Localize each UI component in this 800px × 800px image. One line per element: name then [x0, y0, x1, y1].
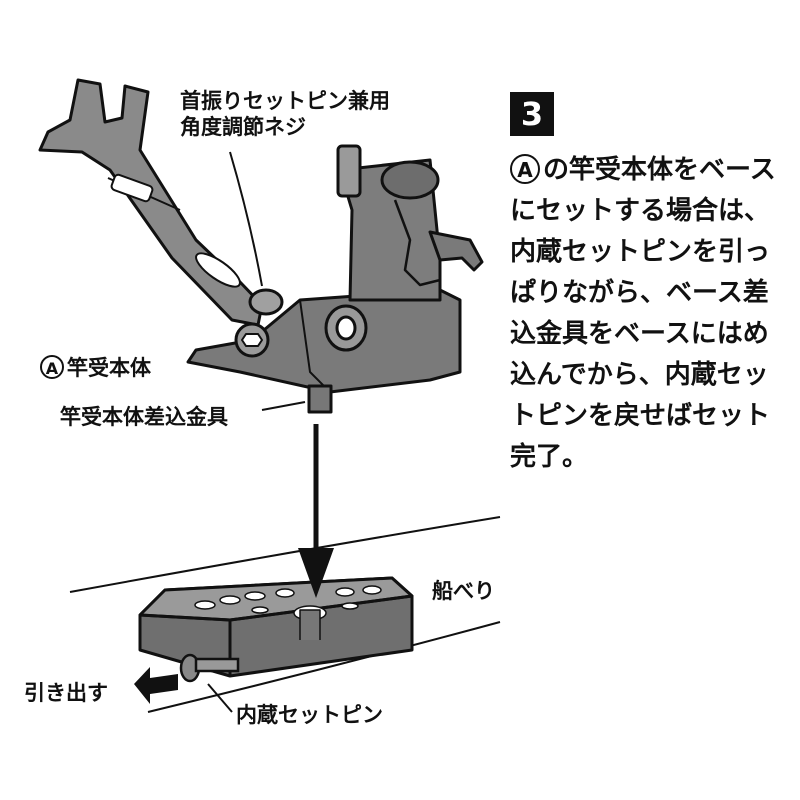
rod-holder-body-text: 竿受本体: [67, 356, 151, 380]
angle-screw-label-line2: 角度調節ネジ: [180, 115, 306, 139]
instruction-line: トピンを戻せばセット: [510, 401, 771, 431]
instruction-line: ぱりながら、ベース差: [510, 278, 769, 308]
internal-set-pin-label: 内蔵セットピン: [236, 703, 383, 727]
circle-a-marker: A: [40, 355, 64, 379]
instruction-line: 完了。: [510, 442, 589, 472]
internal-set-pin-icon: [179, 653, 240, 683]
instruction-line: 込金具をベースにはめ: [510, 319, 769, 349]
pull-out-label: 引き出す: [24, 681, 108, 705]
base-plate: [138, 576, 414, 678]
boat-edge-label: 船べり: [432, 579, 495, 603]
instruction-line: 込んでから、内蔵セッ: [510, 360, 769, 390]
instruction-line: にセットする場合は、: [510, 196, 771, 226]
insert-arrow-icon: [298, 424, 334, 598]
leader-lines: [207, 151, 306, 713]
rod-holder-insert-fitting-label: 竿受本体差込金具: [60, 405, 228, 429]
angle-screw-label: 首振りセットピン兼用 角度調節ネジ: [180, 88, 390, 140]
boat-rail: [69, 516, 501, 713]
pull-arrow-icon: [134, 667, 178, 704]
angle-screw-label-line1: 首振りセットピン兼用: [180, 89, 390, 113]
circle-a-marker: A: [510, 154, 540, 184]
rod-holder-body: [38, 78, 484, 414]
instruction-line-text: の竿受本体をベース: [543, 155, 776, 185]
step-number-badge: 3: [510, 92, 554, 136]
instruction-line: 内蔵セットピンを引っ: [510, 237, 771, 267]
